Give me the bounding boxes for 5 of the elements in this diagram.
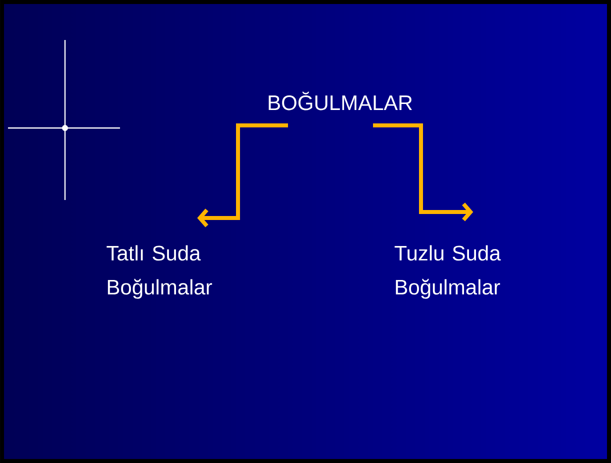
- label-text: Tatlı Suda Boğulmalar: [106, 245, 212, 299]
- arrow: [197, 123, 288, 228]
- arrow: [373, 123, 474, 222]
- title-text: BOĞULMALAR: [268, 92, 412, 110]
- label-text: Tuzlu Suda Boğulmalar: [394, 245, 501, 299]
